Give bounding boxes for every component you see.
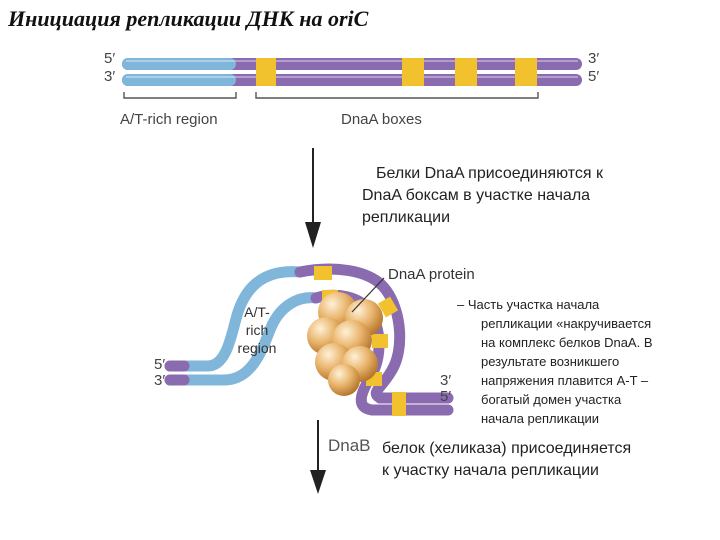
dnaa-box [455,58,477,86]
at-region-line2: rich [245,322,269,338]
step2-line: на комплекс белков DnaA. В [481,335,653,350]
step2-line: напряжения плавится A-T – [481,373,649,388]
top-left-5prime: 5′ [104,50,116,67]
step3-line1: белок (хеликаза) присоединяется [382,440,632,457]
bottom-left-3prime: 3′ [154,372,166,389]
step3-line2: к участку начала репликации [382,462,599,479]
step3-description: белок (хеликаза) присоединяется к участк… [382,438,712,482]
dnaa-boxes-bracket [255,92,539,99]
at-region-bracket [123,92,237,99]
dnaa-boxes [256,58,537,86]
loop-strand-upper [294,263,454,404]
bottom-left-5prime: 5′ [154,356,166,373]
protein-pointer [351,277,385,313]
top-right-3prime: 3′ [588,50,600,67]
step1-line3: репликации [362,209,451,226]
step1-line1: Белки DnaA присоединяются к [376,165,603,182]
step1-line2: DnaA боксам в участке начала [362,187,591,204]
top-strand-lower-at [122,74,236,86]
at-strand-upper [164,266,306,372]
dnaa-protein-label: DnaA protein [388,266,475,283]
top-left-3prime: 3′ [104,68,116,85]
at-region-line1: A/T- [244,304,270,320]
at-rich-region-bottom-label: A/T- rich region [232,303,282,357]
dnaa-protein-cluster [307,292,383,396]
dnaa-box [515,58,537,86]
step1-description: Белки DnaA присоединяются к DnaA боксам … [362,163,702,229]
dnaa-box [402,58,424,86]
bottom-dna-complex [164,263,454,416]
step2-line: начала репликации [481,411,600,426]
step2-line: результате возникшего [481,354,620,369]
step2-line: репликации «накручивается [481,316,652,331]
at-strand-lower [164,292,322,386]
arrow-step2 [310,420,326,494]
top-strand-upper-at [122,58,236,70]
step2-line: богатый домен участка [481,392,622,407]
arrow-step1 [305,148,321,248]
page-title: Инициация репликации ДНК на oriC [8,6,369,31]
top-dna-duplex [122,58,582,99]
at-region-line3: region [237,340,277,356]
at-rich-region-label: A/T-rich region [120,111,218,128]
bottom-right-5prime: 5′ [440,388,452,405]
top-right-5prime: 5′ [588,68,600,85]
step2-line: – Часть участка начала [457,297,600,312]
dnab-label: DnaB [328,436,371,455]
dnaa-boxes-label: DnaA boxes [341,111,422,128]
dnaa-box [256,58,276,86]
step2-description: – Часть участка начала репликации «накру… [457,295,711,428]
bottom-right-3prime: 3′ [440,372,452,389]
